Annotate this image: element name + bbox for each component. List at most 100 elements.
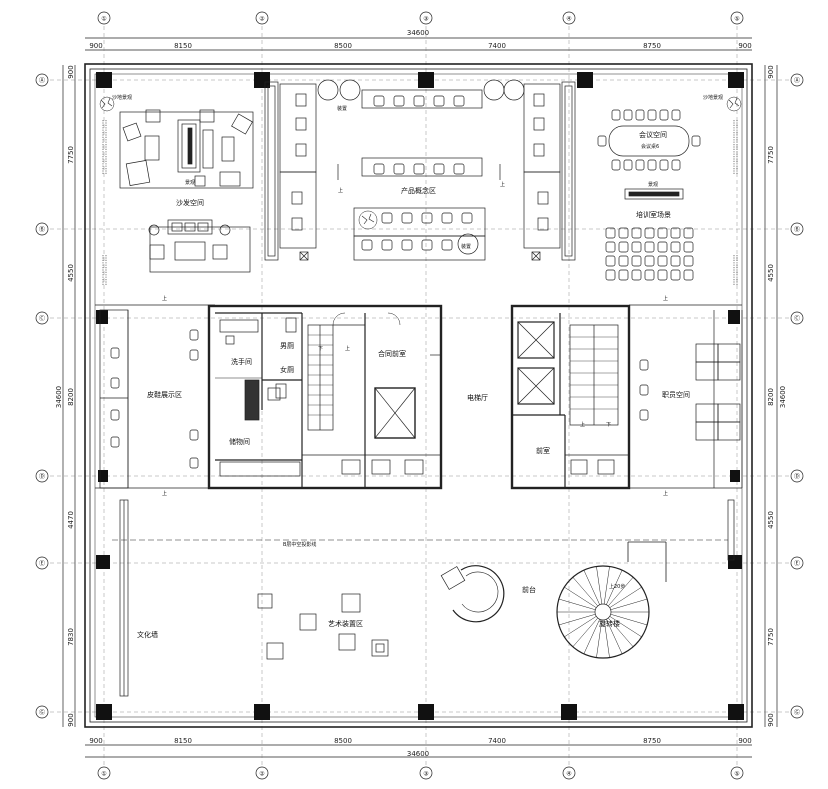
training-seat xyxy=(631,269,642,281)
grid-row-b-right: Ⓑ xyxy=(794,226,800,234)
label-meeting: 会议空间 xyxy=(639,130,667,139)
dim-right-6: 7750 xyxy=(767,628,775,646)
sofa-space-2 xyxy=(148,219,251,273)
grid-col-2: ② xyxy=(259,16,265,23)
staff-desk xyxy=(695,403,719,423)
dim-bottom-total: 34600 xyxy=(407,750,429,758)
spiral-stair-tread xyxy=(610,614,648,626)
outer-walls xyxy=(84,63,753,728)
grid-row-c: Ⓒ xyxy=(39,315,45,323)
label-shared-front: 合同前室 xyxy=(378,349,406,358)
training-seat xyxy=(605,269,616,281)
dim-left-1: 900 xyxy=(67,65,75,78)
training-seat xyxy=(631,241,642,253)
label-art-zone: 艺术装置区 xyxy=(328,619,363,628)
label-landscape-2: 景观 xyxy=(648,181,658,188)
dim-bottom-6: 900 xyxy=(738,737,751,745)
label-washroom: 洗手间 xyxy=(231,357,252,366)
dim-bottom-3: 8500 xyxy=(334,737,352,745)
spiral-stair-tread xyxy=(609,616,642,638)
label-up-4: 上 xyxy=(663,295,668,302)
training-seat xyxy=(631,227,642,239)
label-training: 培训室场景 xyxy=(636,210,671,219)
staff-desk xyxy=(695,361,719,381)
label-down-1: 下 xyxy=(318,346,323,352)
radiators xyxy=(102,120,738,285)
dim-top-2: 8150 xyxy=(174,42,192,50)
dim-left-6: 7830 xyxy=(67,628,75,646)
dim-left-7: 900 xyxy=(67,713,75,726)
label-storage: 储物间 xyxy=(229,437,250,446)
grid-col-4-bottom: ④ xyxy=(566,771,571,778)
spiral-stair-tread xyxy=(603,619,610,658)
grid-col-3: ③ xyxy=(423,16,428,23)
dim-right-4: 8200 xyxy=(767,388,775,406)
training-seat xyxy=(631,255,642,267)
staff-desk xyxy=(717,421,741,441)
training-seat xyxy=(644,269,655,281)
grid-col-3-bottom: ③ xyxy=(423,771,428,778)
label-male: 男厕 xyxy=(280,342,294,350)
label-install-2: 装置 xyxy=(461,243,471,250)
spiral-stair-tread xyxy=(603,566,610,605)
grid-col-1: ① xyxy=(101,16,106,23)
dim-top-4: 7400 xyxy=(488,42,506,50)
dim-bottom-1: 900 xyxy=(89,737,102,745)
middle-left xyxy=(95,304,443,490)
dim-right-2: 7750 xyxy=(767,146,775,164)
spiral-stair-tread xyxy=(564,586,597,608)
spiral-stair-tread xyxy=(558,598,596,610)
dimension-texts: 900 8150 8500 7400 8750 900 34600 900 81… xyxy=(55,29,787,758)
spiral-stair-tread xyxy=(583,619,600,654)
spiral-stair-tread xyxy=(558,614,596,626)
grid-row-e: Ⓔ xyxy=(39,560,45,568)
label-leather: 皮鞋展示区 xyxy=(147,390,182,399)
grid-row-a: Ⓐ xyxy=(39,77,45,85)
training-seat xyxy=(683,255,694,267)
sofa-area xyxy=(99,96,742,189)
label-atrium-line: B层中空投影线 xyxy=(283,541,316,548)
staff-desk xyxy=(695,421,719,441)
label-up-8: 上 xyxy=(580,421,585,428)
spiral-stair-tread xyxy=(572,617,598,647)
dim-right-total: 34600 xyxy=(779,386,787,408)
label-elevator-hall: 电梯厅 xyxy=(467,393,488,402)
label-sand-left: 沙地景观 xyxy=(112,94,132,101)
grid-row-g-right: Ⓖ xyxy=(794,709,800,717)
dim-right-7: 900 xyxy=(767,713,775,726)
training-seat xyxy=(683,241,694,253)
spiral-stair-tread xyxy=(596,566,603,605)
staff-desk xyxy=(717,403,741,423)
lower-area xyxy=(112,499,735,697)
label-up-5: 上 xyxy=(162,490,167,497)
grid-row-b: Ⓑ xyxy=(39,226,45,234)
spiral-stair-tread xyxy=(564,616,597,638)
spiral-stair-tread xyxy=(609,586,642,608)
label-up-20: 上20步 xyxy=(609,583,625,590)
dim-top-3: 8500 xyxy=(334,42,352,50)
training-seat xyxy=(605,227,616,239)
training-seat xyxy=(618,255,629,267)
label-product-zone: 产品概念区 xyxy=(401,186,436,195)
training-seat xyxy=(618,269,629,281)
grid-row-d-right: Ⓓ xyxy=(794,473,800,481)
grid-row-c-right: Ⓒ xyxy=(794,315,800,323)
grid-col-2-bottom: ② xyxy=(259,771,265,778)
label-reception: 前台 xyxy=(522,585,536,594)
training-seat xyxy=(644,227,655,239)
dim-right-5: 4550 xyxy=(767,511,775,529)
label-up-3: 上 xyxy=(162,295,167,302)
dim-bottom-5: 8750 xyxy=(643,737,661,745)
spiral-stair-tread xyxy=(583,570,600,605)
grid-row-e-right: Ⓔ xyxy=(794,560,800,568)
dim-right-1: 900 xyxy=(767,65,775,78)
training-seat xyxy=(618,227,629,239)
label-up-2: 上 xyxy=(500,181,505,188)
spiral-stair-tread xyxy=(596,619,603,658)
dim-left-2: 7750 xyxy=(67,146,75,164)
training-seat xyxy=(657,227,668,239)
staff-desk xyxy=(695,343,719,363)
label-culture-wall: 文化墙 xyxy=(137,630,158,639)
dim-bottom-4: 7400 xyxy=(488,737,506,745)
